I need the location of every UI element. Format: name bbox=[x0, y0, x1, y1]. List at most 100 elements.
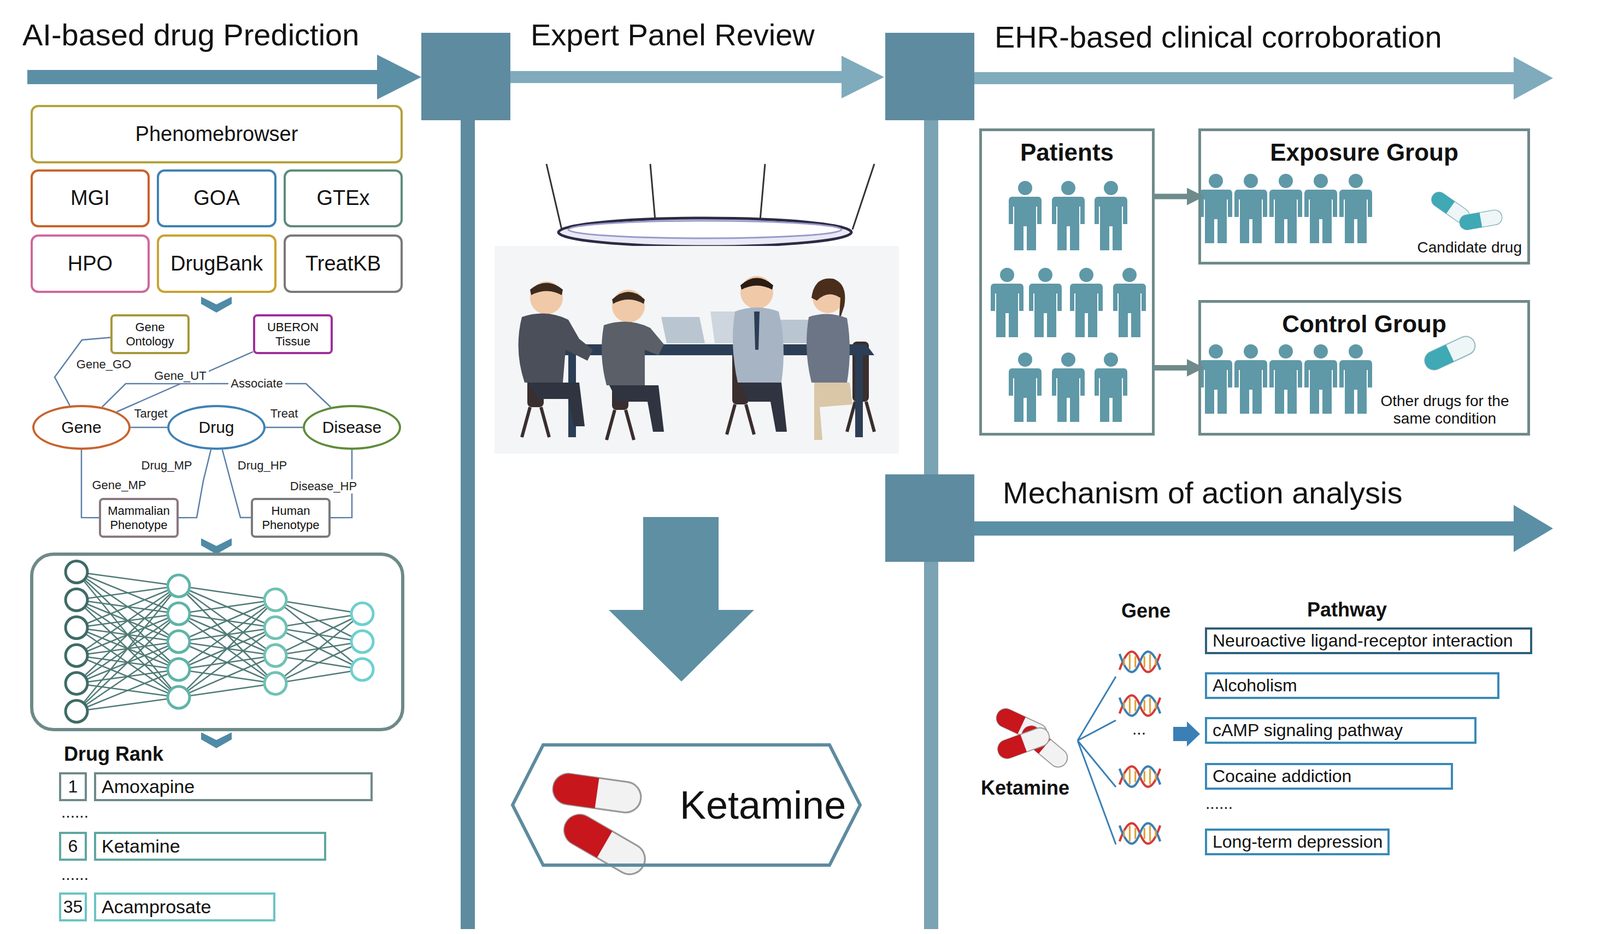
process-box: cAMP signaling pathway bbox=[1204, 716, 1477, 744]
result-hexagon: Ketamine bbox=[510, 742, 863, 868]
person-icon bbox=[1199, 173, 1233, 244]
process-box: Neuroactive ligand-receptor interaction bbox=[1204, 627, 1533, 655]
person-icon bbox=[1304, 344, 1338, 414]
text-label: ... bbox=[1132, 719, 1146, 739]
node-text: Mammalian Phenotype bbox=[104, 503, 174, 532]
network-link bbox=[178, 585, 276, 656]
relation-line bbox=[102, 383, 332, 408]
network-unit bbox=[167, 686, 190, 709]
edge-label: Target bbox=[131, 406, 170, 421]
node-text: Long-term depression bbox=[1212, 831, 1383, 852]
network-unit bbox=[351, 630, 374, 653]
process-box: Long-term depression bbox=[1204, 828, 1390, 856]
person-icon bbox=[1304, 173, 1338, 244]
stage-bar bbox=[421, 32, 975, 929]
network-unit bbox=[264, 589, 287, 611]
edge-label: Associate bbox=[228, 376, 285, 391]
network-unit bbox=[65, 616, 88, 639]
process-box: Control GroupOther drugs for the same co… bbox=[1198, 300, 1531, 436]
node-text: Cocaine addiction bbox=[1212, 766, 1352, 787]
text-label: Drug Rank bbox=[63, 742, 164, 766]
node-text: Disease bbox=[322, 418, 382, 438]
node-text: Control Group bbox=[1281, 310, 1447, 339]
pill-icon bbox=[1458, 208, 1504, 231]
process-box: 6 bbox=[59, 831, 87, 861]
person-icon bbox=[1199, 173, 1504, 414]
entity-ellipse: Gene bbox=[32, 404, 131, 450]
section-heading: EHR-based clinical corroboration bbox=[994, 18, 1443, 56]
relation-line bbox=[265, 426, 303, 429]
person-icon bbox=[1339, 173, 1373, 244]
gene-link bbox=[1077, 676, 1116, 845]
dna-icon bbox=[1119, 651, 1161, 844]
process-box: 1 bbox=[59, 772, 87, 802]
network-link bbox=[275, 669, 363, 684]
network-link bbox=[178, 655, 276, 698]
node-text: DrugBank bbox=[170, 251, 263, 276]
network-link bbox=[178, 600, 276, 670]
flow-arrow bbox=[1154, 193, 1198, 200]
network-link bbox=[178, 585, 276, 684]
network-link bbox=[76, 669, 179, 712]
process-box: HPO bbox=[30, 234, 150, 293]
node-text: Phenomebrowser bbox=[135, 122, 299, 147]
process-box: GTEx bbox=[283, 169, 403, 228]
node-text: Patients bbox=[1020, 138, 1114, 167]
hexagon-outline bbox=[512, 744, 861, 866]
network-unit bbox=[65, 700, 88, 723]
node-text: Ketamine bbox=[101, 835, 181, 857]
entity-ellipse: Disease bbox=[302, 404, 402, 450]
node-text: 35 bbox=[63, 896, 84, 917]
meeting-illustration bbox=[494, 163, 899, 454]
network-unit bbox=[264, 672, 287, 695]
node-note: Candidate drug bbox=[1417, 238, 1522, 257]
person-icon bbox=[1269, 173, 1303, 244]
node-text: Gene bbox=[61, 418, 102, 438]
network-unit bbox=[351, 602, 374, 625]
node-text: Amoxapine bbox=[101, 775, 195, 798]
node-text: Ketamine bbox=[679, 782, 846, 828]
flow-arrow bbox=[27, 54, 1554, 552]
network-link bbox=[178, 627, 276, 698]
node-text: TreatKB bbox=[305, 251, 381, 276]
network-unit bbox=[65, 589, 88, 611]
network-link bbox=[178, 600, 276, 698]
node-text: GOA bbox=[193, 186, 240, 211]
network-unit bbox=[167, 602, 190, 625]
node-text: Human Phenotype bbox=[256, 503, 326, 532]
edge-label: Treat bbox=[268, 406, 301, 421]
node-text: MGI bbox=[70, 186, 110, 211]
network-link bbox=[76, 585, 179, 684]
network-link bbox=[76, 613, 179, 712]
network-link bbox=[76, 572, 179, 643]
process-box: 35 bbox=[59, 892, 87, 922]
process-box: Patients bbox=[979, 128, 1155, 436]
process-box: Alcoholism bbox=[1204, 672, 1500, 699]
text-label: Ketamine bbox=[980, 775, 1070, 800]
edge-label: Gene_MP bbox=[89, 478, 149, 493]
process-box: Phenomebrowser bbox=[30, 104, 403, 164]
process-box: Acamprosate bbox=[93, 892, 276, 922]
text-label: ...... bbox=[61, 802, 89, 822]
network-unit bbox=[65, 672, 88, 695]
network-link bbox=[275, 613, 363, 684]
network-unit bbox=[264, 616, 287, 639]
node-text: Drug bbox=[198, 418, 234, 438]
person-icon bbox=[1234, 173, 1268, 244]
node-text: GTEx bbox=[316, 186, 370, 211]
section-heading: Mechanism of action analysis bbox=[1002, 474, 1403, 511]
person-icon bbox=[990, 180, 1146, 422]
neural-network bbox=[31, 554, 403, 730]
node-text: Exposure Group bbox=[1269, 138, 1459, 167]
process-box: Exposure GroupCandidate drug bbox=[1198, 128, 1531, 265]
process-box: TreatKB bbox=[283, 234, 403, 293]
down-arrow bbox=[608, 516, 755, 682]
network-unit bbox=[167, 574, 190, 597]
network-unit bbox=[65, 644, 88, 667]
text-label: Gene bbox=[1121, 598, 1171, 623]
process-box: Mammalian Phenotype bbox=[98, 497, 179, 538]
network-link bbox=[76, 572, 179, 698]
network-link bbox=[76, 572, 179, 670]
node-text: Acamprosate bbox=[101, 896, 211, 918]
text-label: Pathway bbox=[1307, 597, 1387, 622]
